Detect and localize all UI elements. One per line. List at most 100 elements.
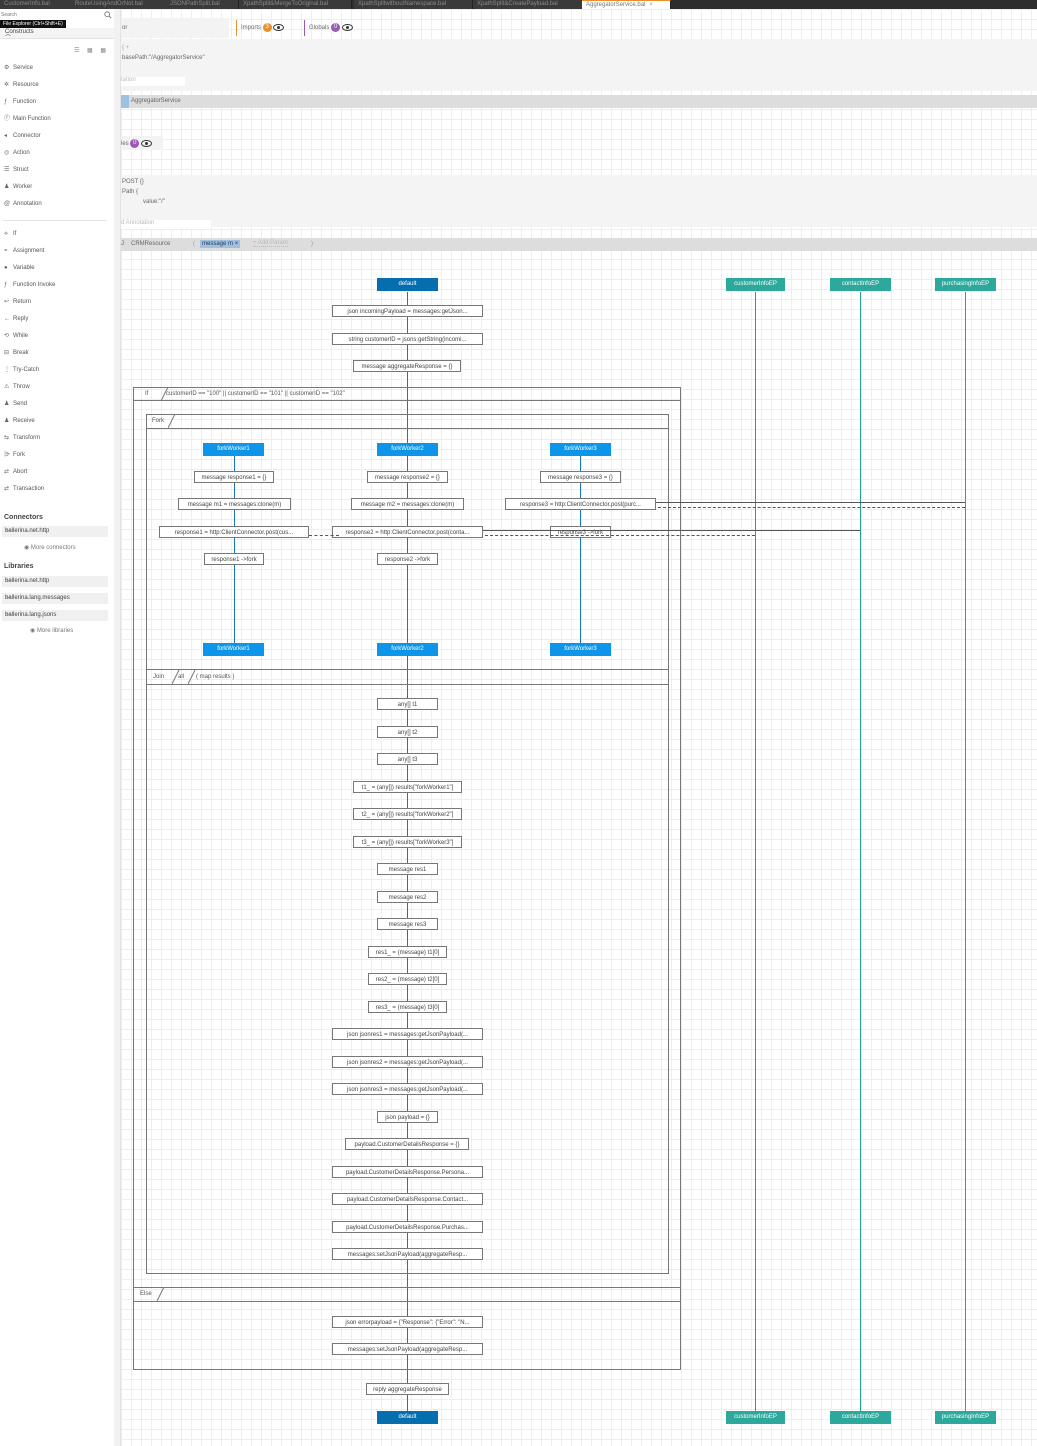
- remove-param-icon[interactable]: ×: [234, 241, 239, 247]
- statement-node[interactable]: res2_ = (message) t2[0]: [368, 973, 447, 985]
- statement-node[interactable]: json jsonres1 = messages:getJsonPayload(…: [332, 1028, 483, 1040]
- construct-struct[interactable]: ☰Struct: [4, 165, 29, 175]
- endpoint-header[interactable]: contactInfoEP: [830, 278, 891, 291]
- statement-node[interactable]: message m2 = messages:clone(m): [351, 498, 464, 510]
- param-tag[interactable]: message m ×: [200, 240, 241, 248]
- reply-statement[interactable]: reply aggregateResponse: [366, 1383, 449, 1395]
- tab-customerinfo[interactable]: CustomerInfo.bal: [0, 0, 75, 9]
- worker-header[interactable]: forkWorker3: [550, 443, 611, 456]
- statement-throw[interactable]: ⚠Throw: [4, 382, 30, 392]
- add-annotation-input[interactable]: d Annotation: [121, 220, 211, 229]
- default-worker-header[interactable]: default: [377, 278, 438, 291]
- statement-node[interactable]: messages:setJsonPayload(aggregateResp...: [332, 1343, 483, 1355]
- globals-toggle[interactable]: Globals 0: [309, 23, 353, 32]
- statement-if[interactable]: ⟡If: [4, 229, 16, 239]
- worker-footer[interactable]: forkWorker2: [377, 643, 438, 656]
- connector-package[interactable]: ballerina.net.http﹀: [2, 526, 108, 537]
- statement-node[interactable]: res3_ = (message) t3[0]: [368, 1001, 447, 1013]
- construct-worker[interactable]: ♟Worker: [4, 182, 32, 192]
- statement-node[interactable]: message res3: [377, 918, 438, 930]
- tab-xpathsplit-nonamespace[interactable]: XpathSplitwithoutNamespace.bal: [354, 0, 473, 9]
- construct-resource[interactable]: ✲Resource: [4, 80, 39, 90]
- statement-transaction[interactable]: ⇄Transaction: [4, 484, 44, 494]
- statement-node[interactable]: any[] t3: [377, 753, 438, 765]
- tab-routeusingandornot[interactable]: RouteUsingAndOrNot.bal: [71, 0, 168, 9]
- statement-node[interactable]: t3_ = (any[]) results["forkWorker3"]: [353, 836, 462, 848]
- statement-node[interactable]: payload.CustomerDetailsResponse.Persona.…: [332, 1166, 483, 1178]
- statement-node[interactable]: message aggregateResponse = {}: [353, 360, 461, 372]
- view-toggle-icons[interactable]: ☰ ▦ ▦: [74, 48, 110, 54]
- service-header[interactable]: AggregatorService: [121, 95, 1037, 108]
- base-path-annotation[interactable]: basePath:"/AggregatorService": [122, 55, 205, 61]
- endpoint-footer[interactable]: purchasingInfoEP: [935, 1411, 996, 1424]
- statement-node[interactable]: message m1 = messages:clone(m): [178, 498, 291, 510]
- path-annotation[interactable]: Path {: [122, 189, 139, 195]
- statement-send[interactable]: ♟Send: [4, 399, 27, 409]
- default-worker-footer[interactable]: default: [377, 1411, 438, 1424]
- statement-node[interactable]: t2_ = (any[]) results["forkWorker2"]: [353, 808, 462, 820]
- resource-header[interactable]: Ј CRMResource ( message m × + Add Param …: [121, 238, 1037, 251]
- statement-node[interactable]: any[] t2: [377, 726, 438, 738]
- statement-node[interactable]: payload.CustomerDetailsResponse = {}: [345, 1138, 469, 1150]
- worker-header[interactable]: forkWorker1: [203, 443, 264, 456]
- statement-node[interactable]: response2 = http:ClientConnector.post(co…: [332, 526, 483, 538]
- statement-reply[interactable]: ←Reply: [4, 314, 28, 324]
- statement-node[interactable]: string customerID = jsons:getString(inco…: [332, 333, 483, 345]
- statement-node[interactable]: t1_ = (any[]) results["forkWorker1"]: [353, 781, 462, 793]
- worker-footer[interactable]: forkWorker3: [550, 643, 611, 656]
- statement-fork[interactable]: ⋺Fork: [4, 450, 25, 460]
- construct-annotation[interactable]: @Annotation: [4, 199, 42, 209]
- tab-aggregatorservice[interactable]: AggregatorService.bal×: [582, 0, 671, 10]
- library-package[interactable]: ballerina.net.http﹀: [2, 576, 108, 587]
- statement-node[interactable]: json errorpayload = {"Response": {"Error…: [332, 1316, 483, 1328]
- statement-node[interactable]: response1 = http:ClientConnector.post(cu…: [159, 526, 309, 538]
- library-package[interactable]: ballerina.lang.messages﹀: [2, 593, 108, 604]
- statement-node[interactable]: response1 ->fork: [204, 553, 264, 565]
- statement-node[interactable]: messages:setJsonPayload(aggregateResp...: [332, 1248, 483, 1260]
- statement-node[interactable]: response3 ->fork: [550, 526, 611, 538]
- construct-service[interactable]: ⚙Service: [4, 63, 33, 73]
- statement-node[interactable]: response2 ->fork: [377, 553, 438, 565]
- statement-node[interactable]: payload.CustomerDetailsResponse.Contact.…: [332, 1193, 483, 1205]
- statement-node[interactable]: any[] t1: [377, 698, 438, 710]
- close-tab-icon[interactable]: ×: [649, 2, 653, 8]
- statement-variable[interactable]: ●Variable: [4, 263, 35, 273]
- statement-node[interactable]: payload.CustomerDetailsResponse.Purchas.…: [332, 1221, 483, 1233]
- annotation-brace[interactable]: { +: [122, 45, 130, 51]
- statement-try-catch[interactable]: ⋮Try-Catch: [4, 365, 39, 375]
- endpoint-footer[interactable]: customerInfoEP: [726, 1411, 785, 1424]
- statement-node[interactable]: message res1: [377, 863, 438, 875]
- statement-while[interactable]: ⟲While: [4, 331, 28, 341]
- palette-resize-handle[interactable]: [114, 9, 121, 1446]
- more-connectors-link[interactable]: ◉ More connectors: [24, 544, 76, 551]
- statement-node[interactable]: json jsonres3 = messages:getJsonPayload(…: [332, 1083, 483, 1095]
- statement-node[interactable]: message response1 = {}: [194, 471, 274, 483]
- statement-node[interactable]: json payload = {}: [377, 1111, 438, 1123]
- statement-assignment[interactable]: =Assignment: [4, 246, 44, 256]
- path-value[interactable]: value:"/": [143, 199, 165, 205]
- constructs-header[interactable]: Constructs︿: [0, 28, 114, 39]
- worker-footer[interactable]: forkWorker1: [203, 643, 264, 656]
- add-param-button[interactable]: + Add Param: [253, 240, 288, 247]
- tab-jsonpathsplit[interactable]: JSONPathSplit.bal: [166, 0, 239, 9]
- statement-node[interactable]: response3 = http:ClientConnector.post(pu…: [505, 498, 656, 510]
- package-name-text[interactable]: or: [122, 25, 128, 31]
- construct-action[interactable]: ◎Action: [4, 148, 30, 158]
- annotation-input[interactable]: tation: [121, 77, 185, 86]
- if-condition[interactable]: customerID == "100" || customerID == "10…: [166, 391, 345, 397]
- statement-transform[interactable]: ⇆Transform: [4, 433, 40, 443]
- post-annotation[interactable]: POST {}: [122, 179, 144, 185]
- statement-node[interactable]: message response2 = {}: [367, 471, 448, 483]
- tab-xpathsplit-merge[interactable]: XpathSplit&MergeToOriginal.bal: [239, 0, 352, 9]
- endpoint-header[interactable]: purchasingInfoEP: [935, 278, 996, 291]
- statement-break[interactable]: ⊟Break: [4, 348, 29, 358]
- statement-node[interactable]: message res2: [377, 891, 438, 903]
- imports-toggle[interactable]: Imports 3: [241, 23, 285, 32]
- statement-node[interactable]: json jsonres2 = messages:getJsonPayload(…: [332, 1056, 483, 1068]
- construct-connector[interactable]: ◂Connector: [4, 131, 41, 141]
- join-param[interactable]: ( map results ): [196, 674, 235, 680]
- join-type[interactable]: all: [178, 674, 185, 680]
